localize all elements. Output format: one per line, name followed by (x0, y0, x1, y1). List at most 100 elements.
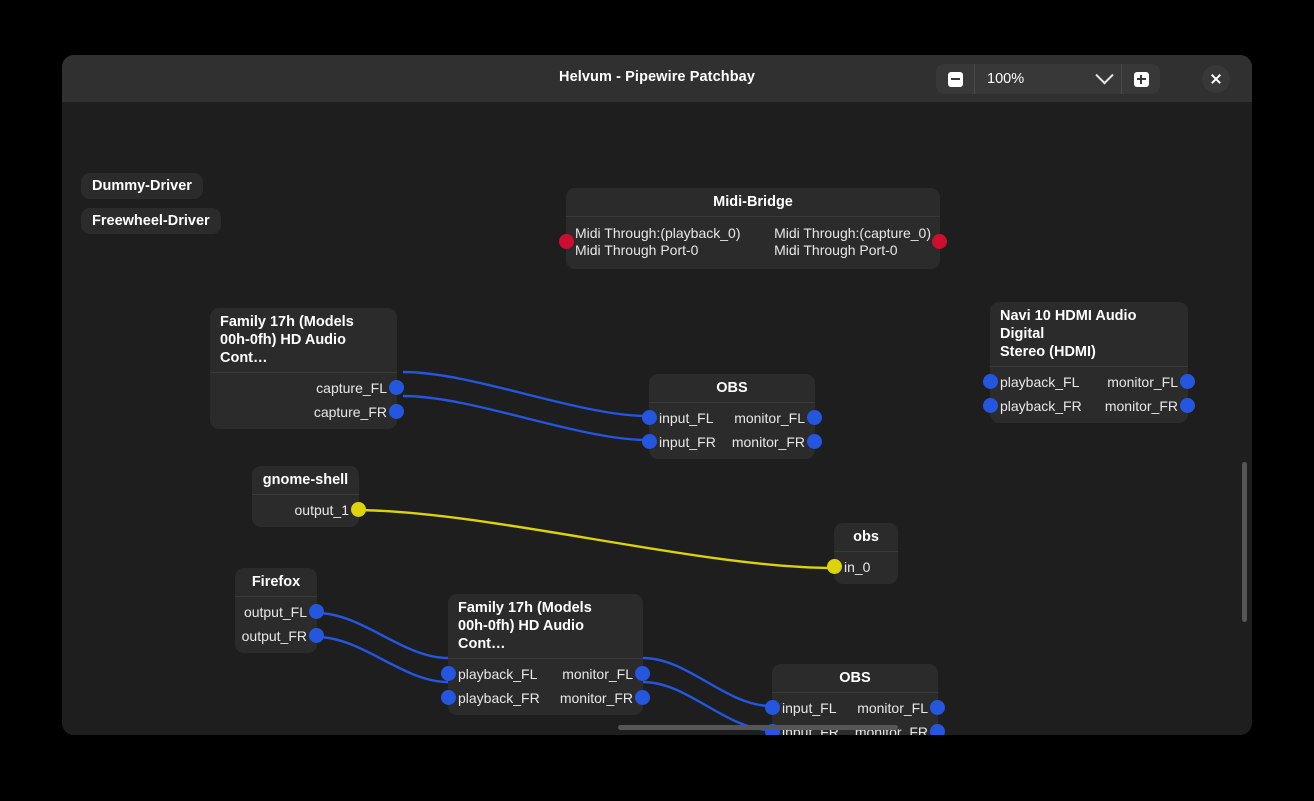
port-output-fl-dot[interactable] (309, 604, 324, 619)
node-title: Firefox (251, 574, 301, 590)
port-label-out: monitor_FR (731, 434, 805, 450)
port-row: input_FL monitor_FL (642, 406, 822, 430)
port-label-in: input_FR (659, 434, 716, 450)
horizontal-scrollbar[interactable] (618, 725, 898, 730)
node-family17h-playback[interactable]: Family 17h (Models 00h-0fh) HD Audio Con… (441, 594, 650, 715)
port-monitor-fl-dot[interactable] (635, 666, 650, 681)
port-label-in: Midi Through:(playback_0) Midi Through P… (566, 225, 741, 260)
node-firefox[interactable]: Firefox output_FL output_FR (235, 568, 324, 653)
port-monitor-fr-dot[interactable] (807, 434, 822, 449)
port-input-fl-dot[interactable] (642, 410, 657, 425)
zoom-out-button[interactable] (936, 64, 974, 94)
port-label-out: Midi Through:(capture_0) Midi Through Po… (774, 225, 940, 260)
link-monitor-fl (642, 656, 772, 708)
link-capture-fl (402, 370, 649, 418)
node-title-line2: 00h-0fh) HD Audio Cont… (458, 618, 584, 652)
close-window-button[interactable] (1202, 65, 1230, 93)
patchbay-canvas[interactable]: Dummy-Driver Freewheel-Driver Midi-Bridg… (62, 102, 1252, 735)
port-row: capture_FR (210, 400, 404, 424)
minus-square-icon (947, 71, 963, 87)
node-title-line1: Family 17h (Models (458, 600, 592, 616)
port-output-fr-dot[interactable] (309, 628, 324, 643)
port-monitor-fl-dot[interactable] (807, 410, 822, 425)
node-title: OBS (716, 380, 748, 396)
port-monitor-fr-dot[interactable] (930, 724, 945, 735)
port-label-out: monitor_FL (562, 666, 633, 682)
node-ports: playback_FL monitor_FL playback_FR monit… (441, 658, 650, 715)
node-midi-bridge[interactable]: Midi-Bridge Midi Through:(playback_0) Mi… (559, 188, 947, 269)
port-output-1-dot[interactable] (351, 502, 366, 517)
port-label-in: playback_FL (458, 666, 538, 682)
plus-square-icon (1133, 71, 1149, 87)
port-label-out: monitor_FR (1104, 398, 1178, 414)
node-title: Family 17h (Models 00h-0fh) HD Audio Con… (210, 308, 397, 372)
port-label-in: input_FL (782, 700, 837, 716)
link-gnome-obs (351, 508, 835, 570)
node-dummy-driver[interactable]: Dummy-Driver (81, 173, 203, 199)
node-title: Navi 10 HDMI Audio Digital Stereo (HDMI) (990, 302, 1188, 366)
port-midi-out-dot[interactable] (932, 234, 947, 249)
titlebar: Helvum - Pipewire Patchbay 100% (62, 55, 1252, 103)
node-freewheel-driver[interactable]: Freewheel-Driver (81, 208, 221, 234)
port-row: input_FL monitor_FL (765, 696, 945, 720)
port-row: playback_FL monitor_FL (441, 662, 650, 686)
node-gnome-shell[interactable]: gnome-shell output_1 (252, 466, 366, 527)
port-capture-fr-dot[interactable] (389, 404, 404, 419)
port-label-out: monitor_FR (559, 690, 633, 706)
port-row: playback_FL monitor_FL (983, 370, 1195, 394)
port-label-in: in_0 (844, 559, 871, 575)
node-obs-mid[interactable]: obs in_0 (827, 523, 898, 584)
node-navi10-hdmi[interactable]: Navi 10 HDMI Audio Digital Stereo (HDMI)… (983, 302, 1195, 423)
zoom-in-button[interactable] (1122, 64, 1160, 94)
port-label-out: capture_FL (316, 380, 387, 396)
zoom-divider-right (1121, 64, 1122, 94)
zoom-level-dropdown[interactable]: 100% (975, 64, 1121, 94)
node-ports: Midi Through:(playback_0) Midi Through P… (559, 216, 947, 269)
port-label-in: playback_FR (458, 690, 540, 706)
vertical-scrollbar[interactable] (1242, 462, 1247, 622)
port-playback-fl-dot[interactable] (441, 666, 456, 681)
port-label-in: input_FL (659, 410, 714, 426)
port-playback-fr-dot[interactable] (441, 690, 456, 705)
zoom-level-value: 100% (987, 71, 1025, 87)
port-label-out: monitor_FL (1107, 374, 1178, 390)
port-capture-fl-dot[interactable] (389, 380, 404, 395)
node-ports: output_FL output_FR (235, 596, 324, 653)
node-ports: output_1 (252, 494, 366, 527)
port-label-out: output_FL (243, 604, 307, 620)
node-family17h-capture[interactable]: Family 17h (Models 00h-0fh) HD Audio Con… (210, 308, 404, 429)
link-capture-fr (402, 394, 649, 442)
window-title: Helvum - Pipewire Patchbay (559, 69, 755, 85)
port-label-out: capture_FR (313, 404, 387, 420)
port-input-fl-dot[interactable] (765, 700, 780, 715)
node-title: OBS (839, 670, 871, 686)
port-row: playback_FR monitor_FR (983, 394, 1195, 418)
port-row: playback_FR monitor_FR (441, 686, 650, 710)
node-ports: in_0 (827, 551, 898, 584)
node-ports: playback_FL monitor_FL playback_FR monit… (983, 366, 1195, 423)
link-monitor-fr (642, 680, 772, 732)
port-midi-in-dot[interactable] (559, 234, 574, 249)
port-playback-fl-dot[interactable] (983, 374, 998, 389)
port-label-line2: Midi Through Port-0 (575, 242, 699, 258)
port-monitor-fr-dot[interactable] (1180, 398, 1195, 413)
chevron-down-icon (1095, 65, 1114, 84)
port-input-fr-dot[interactable] (642, 434, 657, 449)
port-playback-fr-dot[interactable] (983, 398, 998, 413)
port-monitor-fl-dot[interactable] (1180, 374, 1195, 389)
port-label-out: monitor_FL (734, 410, 805, 426)
node-ports: capture_FL capture_FR (210, 372, 404, 429)
node-title: obs (853, 529, 879, 545)
node-title-line1: Family 17h (Models (220, 314, 354, 330)
node-title: Family 17h (Models 00h-0fh) HD Audio Con… (448, 594, 643, 658)
port-row: output_1 (252, 498, 366, 522)
node-title: Freewheel-Driver (92, 213, 210, 229)
port-row: output_FL (235, 600, 324, 624)
node-title: Midi-Bridge (713, 194, 793, 210)
node-obs-top[interactable]: OBS input_FL monitor_FL input_FR monitor… (642, 374, 822, 459)
port-monitor-fl-dot[interactable] (930, 700, 945, 715)
port-in-0-dot[interactable] (827, 559, 842, 574)
node-title-line2: Stereo (HDMI) (1000, 344, 1096, 360)
node-ports: input_FL monitor_FL input_FR monitor_FR (642, 402, 822, 459)
port-monitor-fr-dot[interactable] (635, 690, 650, 705)
